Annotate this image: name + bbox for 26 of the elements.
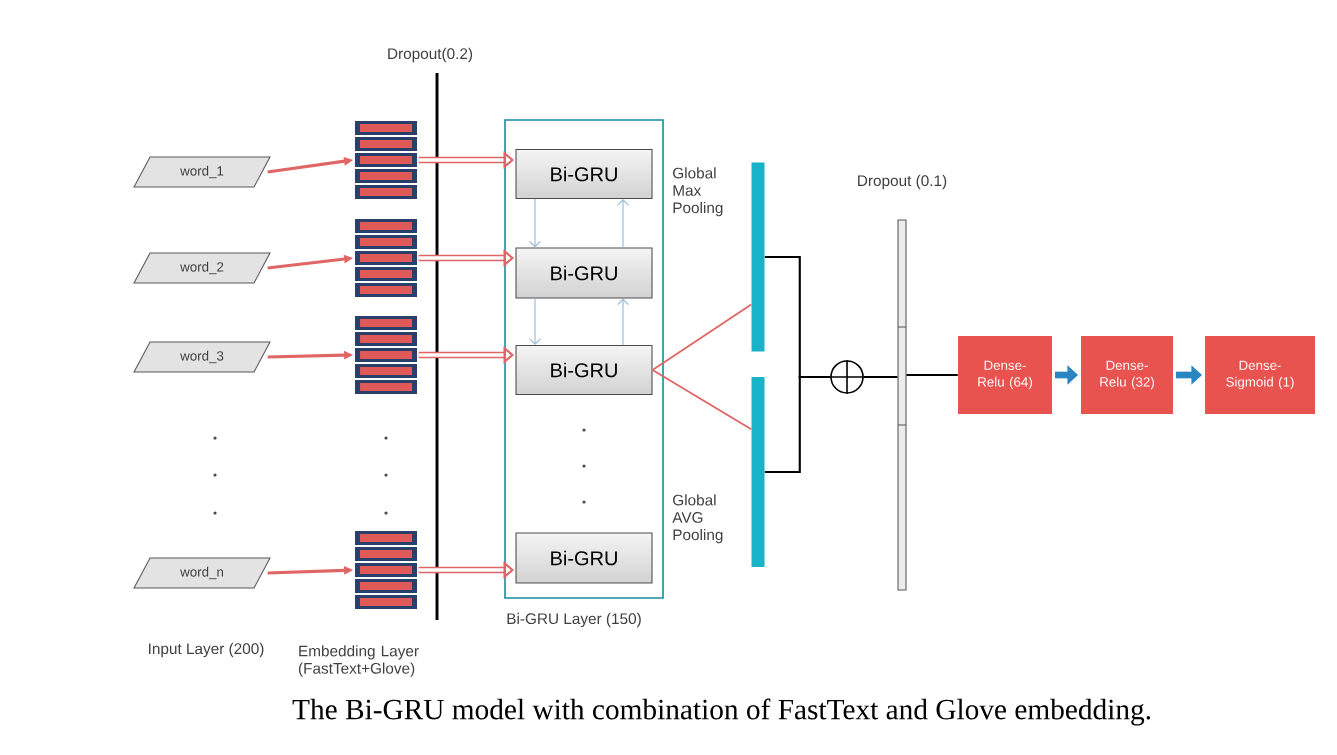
embedding-stack	[355, 219, 417, 297]
pooling-label: Global AVG Pooling	[672, 494, 723, 544]
embedding-stack	[355, 121, 417, 199]
layer-label: Bi-GRU Layer (150)	[507, 612, 641, 628]
embedding-stack	[355, 531, 417, 609]
dense-box: Dense-Relu (32)	[1081, 336, 1173, 414]
process-box: Bi-GRU	[515, 148, 653, 200]
arrow	[617, 199, 629, 248]
dropout-label: Dropout(0.2)	[388, 47, 473, 63]
embedding-stack	[355, 316, 417, 394]
dense-box: Dense-Relu (64)	[958, 336, 1052, 414]
arrow	[529, 198, 541, 248]
layer-label: Embedding Layer (FastText+Glove)	[298, 645, 419, 677]
arrow	[529, 298, 541, 345]
pooling-label: Global Max Pooling	[673, 167, 723, 217]
input-parallelogram: word_n	[133, 557, 271, 589]
layer-label: Input Layer (200)	[149, 642, 264, 658]
arrow	[617, 298, 629, 346]
process-box: Bi-GRU	[515, 344, 653, 396]
process-box: Bi-GRU	[515, 532, 653, 584]
concat-symbol	[829, 359, 865, 395]
input-parallelogram: word_2	[133, 252, 271, 284]
process-box: Bi-GRU	[515, 247, 653, 299]
dense-box: Dense-Sigmoid (1)	[1205, 336, 1315, 414]
caption: The Bi-GRU model with combination of FastText and Glove embedding.	[292, 698, 1151, 726]
node-caption: Dropout (0.1)	[858, 174, 947, 190]
